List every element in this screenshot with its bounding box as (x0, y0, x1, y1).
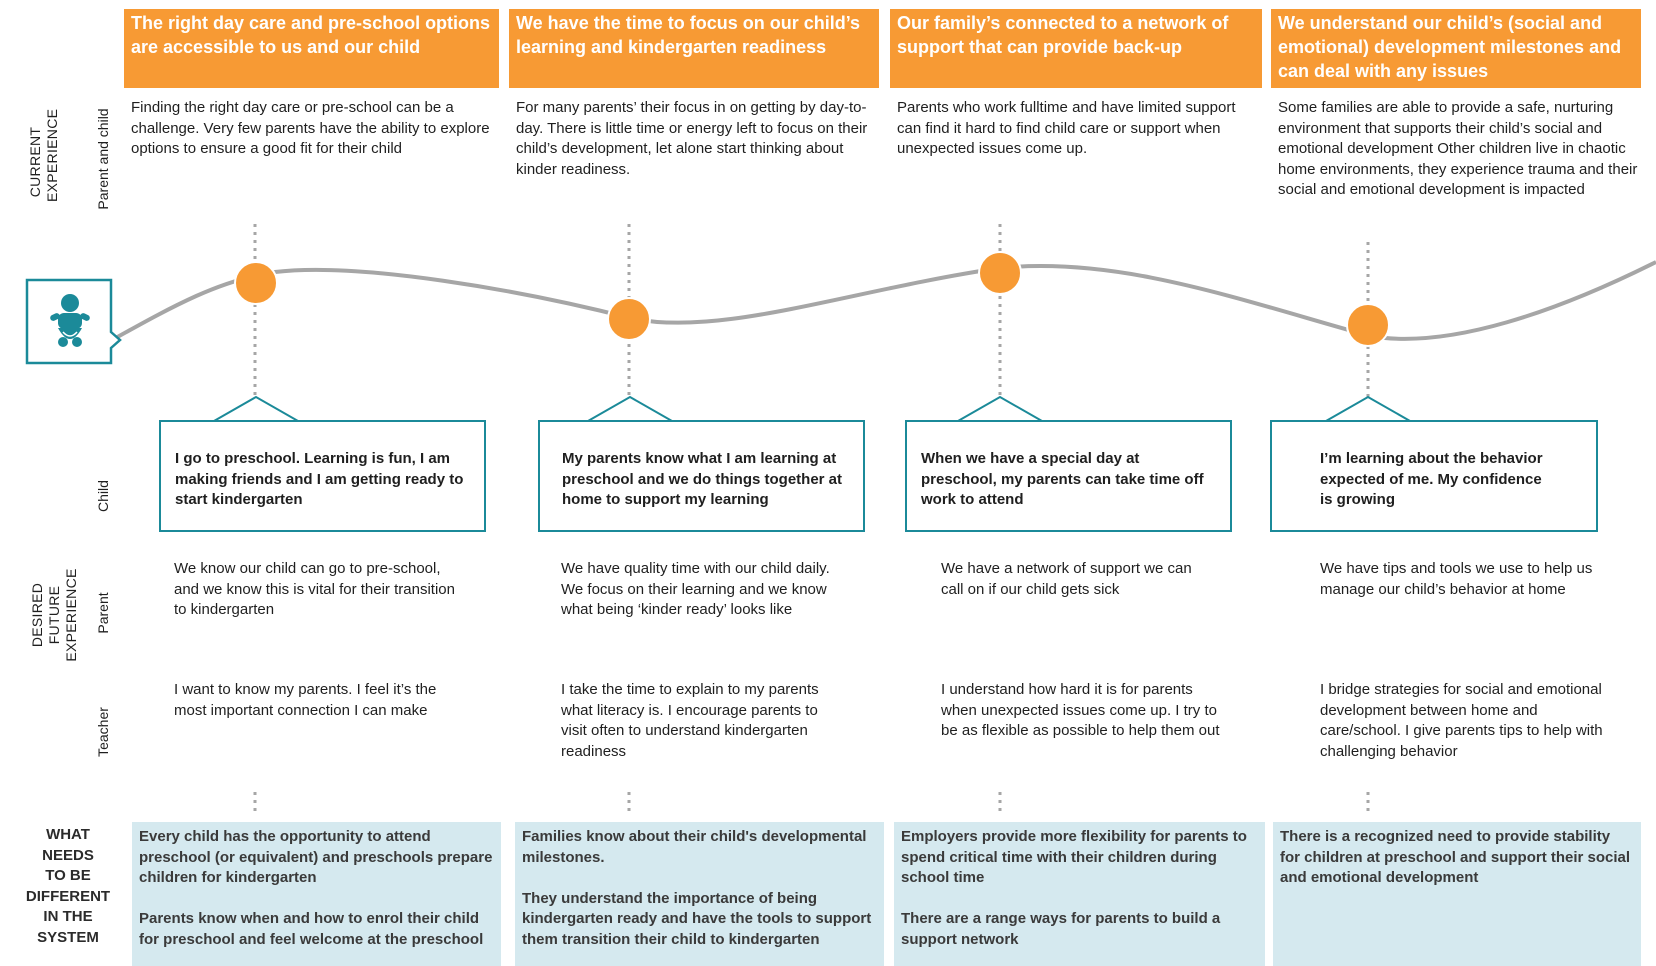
teacher-statement-3: I understand how hard it is for parents … (941, 681, 1220, 739)
callout-pointer-4 (1322, 395, 1414, 422)
system-change-3: Employers provide more flexibility for p… (894, 822, 1265, 966)
parent-statement-1: We know our child can go to pre-school, … (174, 560, 455, 618)
child-statement-3: When we have a special day at preschool,… (905, 420, 1232, 532)
child-statement-1: I go to preschool. Learning is fun, I am… (159, 420, 486, 532)
desired-future-experience-label: DESIRED FUTURE EXPERIENCE (29, 568, 79, 662)
system-change-2: Families know about their child's develo… (515, 822, 884, 966)
current-experience-label: CURRENT EXPERIENCE (27, 108, 60, 202)
callout-pointer-1 (210, 395, 302, 422)
current-experience-2: For many parents’ their focus in on gett… (516, 99, 868, 178)
system-change-4-line-1: There is a recognized need to provide st… (1280, 828, 1631, 886)
system-change-2-line-1: Families know about their child's develo… (522, 828, 867, 866)
teacher-row-label: Teacher (95, 707, 111, 757)
teacher-statement-2: I take the time to explain to my parents… (561, 681, 819, 760)
baby-icon (50, 294, 90, 347)
parent-statement-3: We have a network of support we can call… (941, 560, 1192, 598)
journey-curve (111, 260, 1656, 342)
touchpoint-marker-3 (978, 251, 1022, 295)
child-statement-4: I’m learning about the behavior expected… (1270, 420, 1598, 532)
parent-and-child-label: Parent and child (95, 108, 111, 210)
system-change-1-line-2: Parents know when and how to enrol their… (139, 910, 484, 948)
touchpoint-marker-1 (234, 261, 278, 305)
system-change-3-line-1: Employers provide more flexibility for p… (901, 828, 1247, 886)
teacher-statement-1: I want to know my parents. I feel it’s t… (174, 681, 437, 719)
current-experience-4: Some families are able to provide a safe… (1278, 99, 1638, 198)
touchpoint-header-2: We have the time to focus on our child’s… (509, 9, 879, 88)
callout-pointer-3 (954, 395, 1046, 422)
parent-statement-2: We have quality time with our child dail… (561, 560, 830, 618)
persona-box (25, 278, 122, 365)
touchpoint-marker-4 (1346, 303, 1390, 347)
child-row-label: Child (95, 480, 111, 512)
system-change-label: WHAT NEEDS TO BE DIFFERENT IN THE SYSTEM (25, 826, 111, 946)
system-change-1: Every child has the opportunity to atten… (132, 822, 501, 966)
touchpoint-header-3: Our family’s connected to a network of s… (890, 9, 1262, 88)
touchpoint-marker-2 (607, 297, 651, 341)
system-change-2-line-2: They understand the importance of being … (522, 889, 872, 948)
system-change-4: There is a recognized need to provide st… (1273, 822, 1641, 966)
child-statement-2: My parents know what I am learning at pr… (538, 420, 865, 532)
system-change-1-line-1: Every child has the opportunity to atten… (139, 828, 493, 886)
parent-statement-4: We have tips and tools we use to help us… (1320, 560, 1593, 598)
callout-pointer-2 (584, 395, 676, 422)
system-change-3-line-2: There are a range ways for parents to bu… (901, 910, 1221, 948)
current-experience-3: Parents who work fulltime and have limit… (897, 99, 1236, 157)
touchpoint-header-1: The right day care and pre-school option… (124, 9, 499, 88)
teacher-statement-4: I bridge strategies for social and emoti… (1320, 681, 1603, 760)
current-experience-1: Finding the right day care or pre-school… (131, 99, 490, 157)
parent-row-label: Parent (95, 592, 111, 634)
touchpoint-header-4: We understand our child’s (social and em… (1271, 9, 1641, 88)
